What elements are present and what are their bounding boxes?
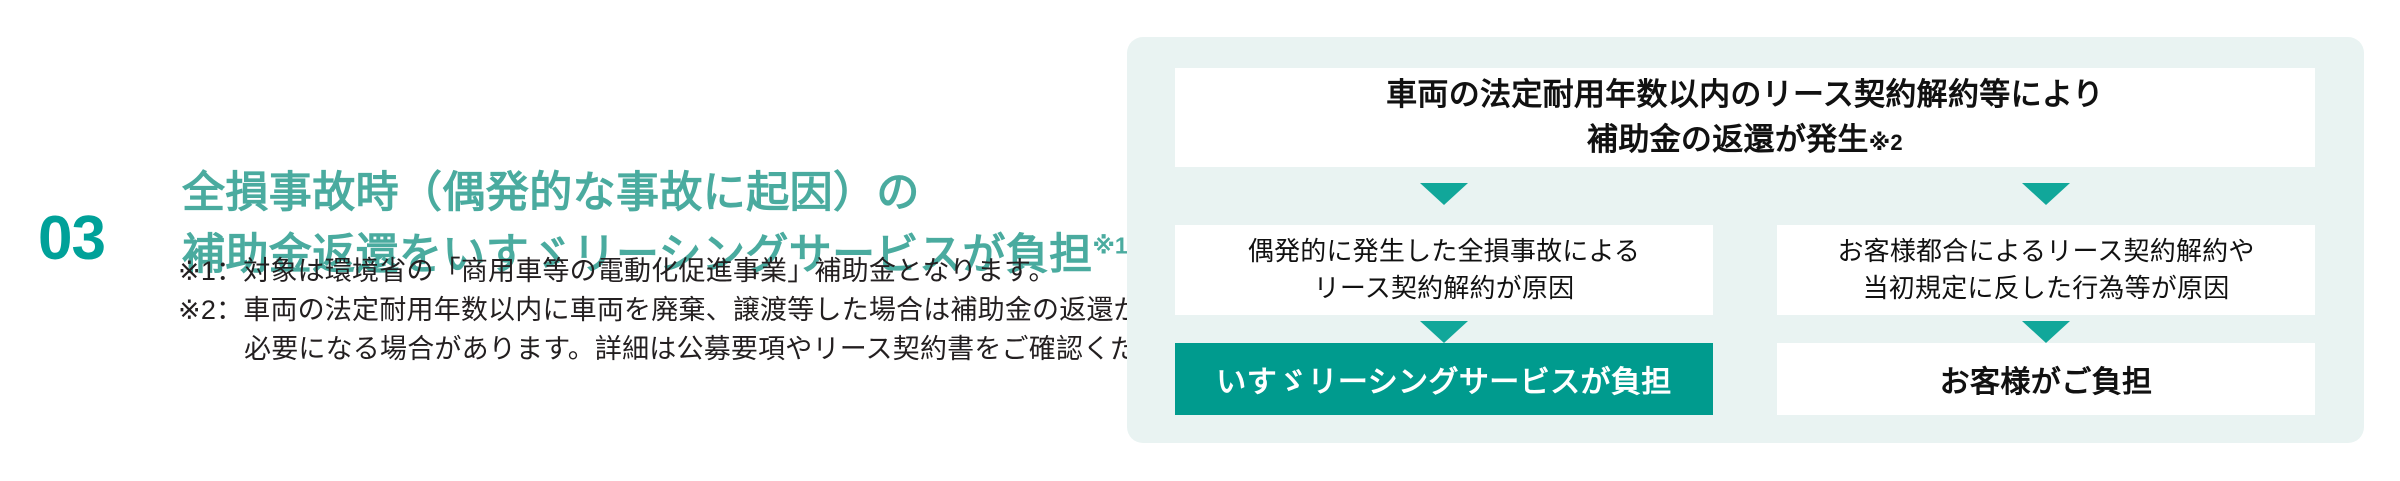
diagram-top-box: 車両の法定耐用年数以内のリース契約解約等により 補助金の返還が発生※2 <box>1175 68 2315 167</box>
diagram-cause-right-line-1: お客様都合によるリース契約解約や <box>1837 236 2255 267</box>
diagram-cause-box-right-text: お客様都合によるリース契約解約や 当初規定に反した行為等が原因 <box>1837 233 2254 307</box>
diagram-cause-left-line-2: リース契約解約が原因 <box>1313 273 1575 303</box>
left-content-column: 03 全損事故時（偶発的な事故に起因）の 補助金返還をいすゞリーシングサービスが… <box>0 0 1219 481</box>
footnote-item: ※2： 車両の法定耐用年数以内に車両を廃棄、譲渡等した場合は補助金の返還が <box>178 291 1219 330</box>
diagram-result-box-right: お客様がご負担 <box>1777 343 2315 415</box>
headline-footnote-marker: ※1 <box>1092 233 1128 260</box>
footnote-text-2-line-2: 必要になる場合があります。詳細は公募要項やリース契約書をご確認ください。 <box>244 333 1220 364</box>
diagram-top-box-line-1: 車両の法定耐用年数以内のリース契約解約等により <box>1386 76 2104 112</box>
step-number: 03 <box>38 204 106 273</box>
footnote-item-continuation: 必要になる場合があります。詳細は公募要項やリース契約書をご確認ください。 <box>178 330 1219 369</box>
diagram-result-box-left: いすゞリーシングサービスが負担 <box>1175 343 1713 415</box>
diagram-cause-box-right: お客様都合によるリース契約解約や 当初規定に反した行為等が原因 <box>1777 225 2315 315</box>
diagram-cause-box-left-text: 偶発的に発生した全損事故による リース契約解約が原因 <box>1248 233 1640 307</box>
diagram-result-right-label: お客様がご負担 <box>1939 366 2153 399</box>
triangle-down-icon <box>1420 321 1468 343</box>
diagram-top-box-line-2-wrap: 補助金の返還が発生※2 <box>1386 118 2104 163</box>
triangle-down-icon <box>2022 183 2070 205</box>
diagram-result-left-label: いすゞリーシングサービスが負担 <box>1216 366 1672 399</box>
triangle-down-icon <box>2022 321 2070 343</box>
page-title: 全損事故時（偶発的な事故に起因）の 補助金返還をいすゞリーシングサービスが負担※… <box>182 162 1128 288</box>
flow-diagram-panel: 車両の法定耐用年数以内のリース契約解約等により 補助金の返還が発生※2 偶発的に… <box>1127 37 2364 443</box>
footnote-marker-2: ※2： <box>178 294 244 325</box>
triangle-down-icon <box>1420 183 1468 205</box>
footnote-text-1: 対象は環境省の「商用車等の電動化促進事業」補助金となります。 <box>243 256 1056 286</box>
diagram-cause-left-line-1: 偶発的に発生した全損事故による <box>1247 236 1641 267</box>
diagram-cause-box-left: 偶発的に発生した全損事故による リース契約解約が原因 <box>1175 225 1713 315</box>
diagram-top-box-footnote-marker: ※2 <box>1868 129 1903 155</box>
diagram-top-box-text: 車両の法定耐用年数以内のリース契約解約等により 補助金の返還が発生※2 <box>1386 73 2104 162</box>
headline-line-2: 補助金返還をいすゞリーシングサービスが負担 <box>182 231 1093 280</box>
diagram-cause-right-line-2: 当初規定に反した行為等が原因 <box>1862 273 2230 303</box>
headline-line-1: 全損事故時（偶発的な事故に起因）の <box>182 168 920 217</box>
footnote-list: ※1： 対象は環境省の「商用車等の電動化促進事業」補助金となります。 ※2： 車… <box>178 252 1219 369</box>
headline-line-2-wrap: 補助金返還をいすゞリーシングサービスが負担※1 <box>182 224 1128 287</box>
footnote-marker-1: ※1： <box>178 256 244 286</box>
footnote-text-2-line-1: 車両の法定耐用年数以内に車両を廃棄、譲渡等した場合は補助金の返還が <box>243 294 1141 325</box>
footnote-item: ※1： 対象は環境省の「商用車等の電動化促進事業」補助金となります。 <box>178 252 1219 291</box>
diagram-top-box-line-2: 補助金の返還が発生 <box>1587 121 1869 157</box>
